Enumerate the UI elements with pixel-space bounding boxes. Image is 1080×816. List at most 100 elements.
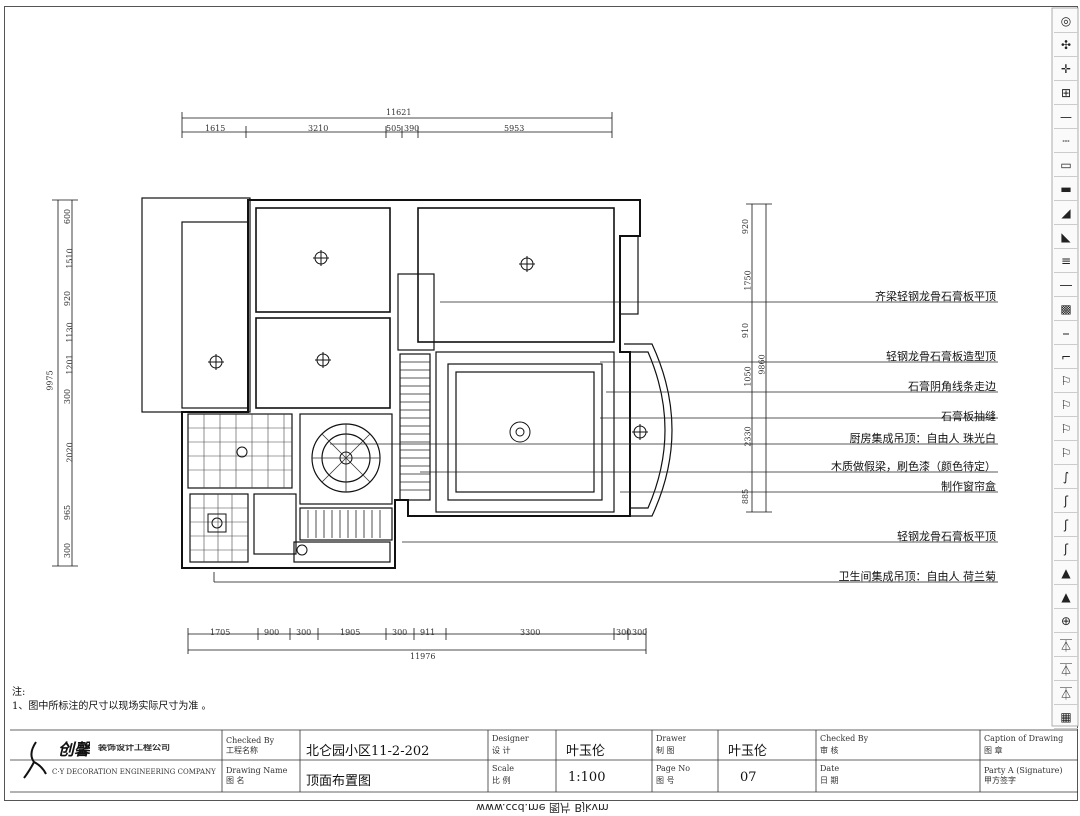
toolbar-hook-3-icon[interactable]: ʃ: [1054, 538, 1078, 561]
page-value: 07: [740, 770, 757, 785]
drawing-name-value: 顶面布置图: [306, 774, 372, 789]
dim-bottom-4: 1905: [340, 628, 361, 637]
kitchen: [187, 413, 293, 489]
drawer-label: Drawer: [656, 734, 687, 743]
callout-6: 木质做假梁，刷色漆（颜色待定）: [831, 460, 996, 473]
designer-value: 叶玉伦: [566, 744, 606, 759]
notes-heading: 注:: [12, 687, 26, 698]
callout-3: 石膏阴角线条走边: [908, 380, 996, 393]
notes: 注: 1、图中所标注的尺寸以现场实际尺寸为准 。: [12, 686, 212, 714]
title-block-grid: [10, 729, 1078, 793]
toolbar-panel-icon[interactable]: ▭: [1054, 154, 1078, 177]
counter: [293, 541, 391, 563]
left-balcony-outline: [141, 197, 251, 413]
dim-top-total: 11621: [386, 108, 412, 117]
dim-right-4: 1050: [743, 366, 753, 387]
callout-leaders: [330, 301, 998, 543]
dim-top-4: 390: [404, 124, 420, 133]
party-cn: 甲方签字: [984, 776, 1016, 785]
checked-by-label: Checked By: [226, 736, 275, 745]
logo-en: C·Y DECORATION ENGINEERING COMPANY: [52, 768, 216, 776]
bedroom-2: [255, 317, 391, 409]
toolbar-bracket-icon[interactable]: ⌐: [1054, 346, 1078, 369]
callout-9: 卫生间集成吊顶：自由人 荷兰菊: [838, 570, 997, 583]
toolbar-line-icon[interactable]: —: [1054, 106, 1078, 129]
toolbar-spot-icon[interactable]: ✛: [1054, 58, 1078, 81]
corridor: [397, 273, 435, 351]
lower-slats: [299, 507, 393, 541]
dim-left-6: 300: [63, 388, 73, 405]
page-label: Page No: [656, 764, 691, 773]
toolbar-flag-2-icon[interactable]: ⚐: [1054, 394, 1078, 417]
toolbar-rule-icon[interactable]: ―: [1054, 274, 1078, 297]
designer-cn: 设 计: [492, 746, 511, 755]
bathroom: [189, 493, 249, 563]
slat-strip: [399, 353, 431, 501]
toolbar-lamp-3-icon[interactable]: ⏄: [1054, 682, 1078, 705]
dim-right-2: 1750: [743, 270, 753, 291]
toolbar-flag-1-icon[interactable]: ⚐: [1054, 370, 1078, 393]
living-ceiling: [435, 351, 615, 513]
drawer-cn: 制 图: [656, 746, 675, 755]
drawing-name-label: Drawing Name: [226, 766, 288, 775]
toolbar-dash-icon[interactable]: ┄: [1054, 130, 1078, 153]
toolbar-pendant-2-icon[interactable]: ▲: [1054, 586, 1078, 609]
logo-main: 创馨: [58, 740, 91, 759]
toolbar-circle-grid-icon[interactable]: ⊕: [1054, 610, 1078, 633]
left-balcony-inner: [181, 221, 249, 409]
toolbar-mosaic-icon[interactable]: ▦: [1054, 706, 1078, 729]
dim-left-total: 9975: [45, 370, 55, 391]
dim-right-total: 9860: [757, 354, 767, 375]
light-fixtures: [207, 250, 648, 556]
window-bay: [619, 235, 639, 315]
toolbar-hook-2-icon[interactable]: ʃ: [1054, 514, 1078, 537]
logo-figure-icon: [23, 741, 47, 779]
dim-right-3: 910: [741, 322, 751, 339]
dim-bottom-5: 300: [392, 628, 408, 637]
dim-right-5: 2330: [743, 426, 753, 447]
toolbar-thin-line-icon[interactable]: ⎯: [1054, 322, 1078, 345]
toolbar-hatch-icon[interactable]: ≡: [1054, 250, 1078, 273]
callout-5: 厨房集成吊顶：自由人 珠光白: [849, 432, 997, 445]
dim-left-4: 1130: [65, 322, 75, 343]
dim-bottom-total: 11976: [410, 652, 436, 661]
toolbar-light-fixture-icon[interactable]: ◎: [1054, 10, 1078, 33]
curved-balcony: [624, 343, 673, 517]
curved-balcony-inner: [630, 351, 666, 509]
toolbar-lamp-1-icon[interactable]: ⏄: [1054, 634, 1078, 657]
dim-top-2: 3210: [308, 124, 329, 133]
scale-cn: 比 例: [492, 776, 511, 785]
scale-value: 1:100: [568, 770, 606, 785]
caption-label: Caption of Drawing: [984, 734, 1064, 743]
toolbar-chandelier-icon[interactable]: ✣: [1054, 34, 1078, 57]
toolbar-pendant-1-icon[interactable]: ▲: [1054, 562, 1078, 585]
notes-line-1: 1、图中所标注的尺寸以现场实际尺寸为准 。: [12, 701, 212, 712]
toolbar-grid-light-icon[interactable]: ⊞: [1054, 82, 1078, 105]
drawing-name-cn: 图 名: [226, 776, 245, 785]
dim-left-3: 920: [63, 290, 73, 307]
dim-bottom-9: 300: [632, 628, 648, 637]
drawer-value: 叶玉伦: [728, 744, 768, 759]
toolbar-flag-3-icon[interactable]: ⚐: [1054, 418, 1078, 441]
toolbar-lamp-2-icon[interactable]: ⏄: [1054, 658, 1078, 681]
dim-top-3: 505: [386, 124, 402, 133]
logo-sub: 装饰设计工程公司: [98, 744, 171, 753]
watermark: www.ccd.me 图片 Bjkvm: [476, 801, 609, 814]
dim-bottom-3: 300: [296, 628, 312, 637]
page-cn: 图 号: [656, 776, 675, 785]
toolbar-curve-icon[interactable]: ∫: [1054, 466, 1078, 489]
dim-left-8: 965: [63, 504, 73, 521]
dim-bottom-6: 911: [420, 628, 436, 637]
living-ceiling-offset: [447, 363, 603, 501]
dim-bottom-7: 3300: [520, 628, 541, 637]
dim-top-5: 5953: [504, 124, 525, 133]
toolbar-block-icon[interactable]: ▬: [1054, 178, 1078, 201]
callout-1: 齐梁轻钢龙骨石膏板平顶: [875, 290, 996, 303]
toolbar-tile-icon[interactable]: ▩: [1054, 298, 1078, 321]
exterior-wall: [181, 199, 641, 569]
toolbar-wedge-icon[interactable]: ◢: [1054, 202, 1078, 225]
toolbar-flag-4-icon[interactable]: ⚐: [1054, 442, 1078, 465]
toolbar-hook-1-icon[interactable]: ʃ: [1054, 490, 1078, 513]
toolbar-triangle-icon[interactable]: ◣: [1054, 226, 1078, 249]
